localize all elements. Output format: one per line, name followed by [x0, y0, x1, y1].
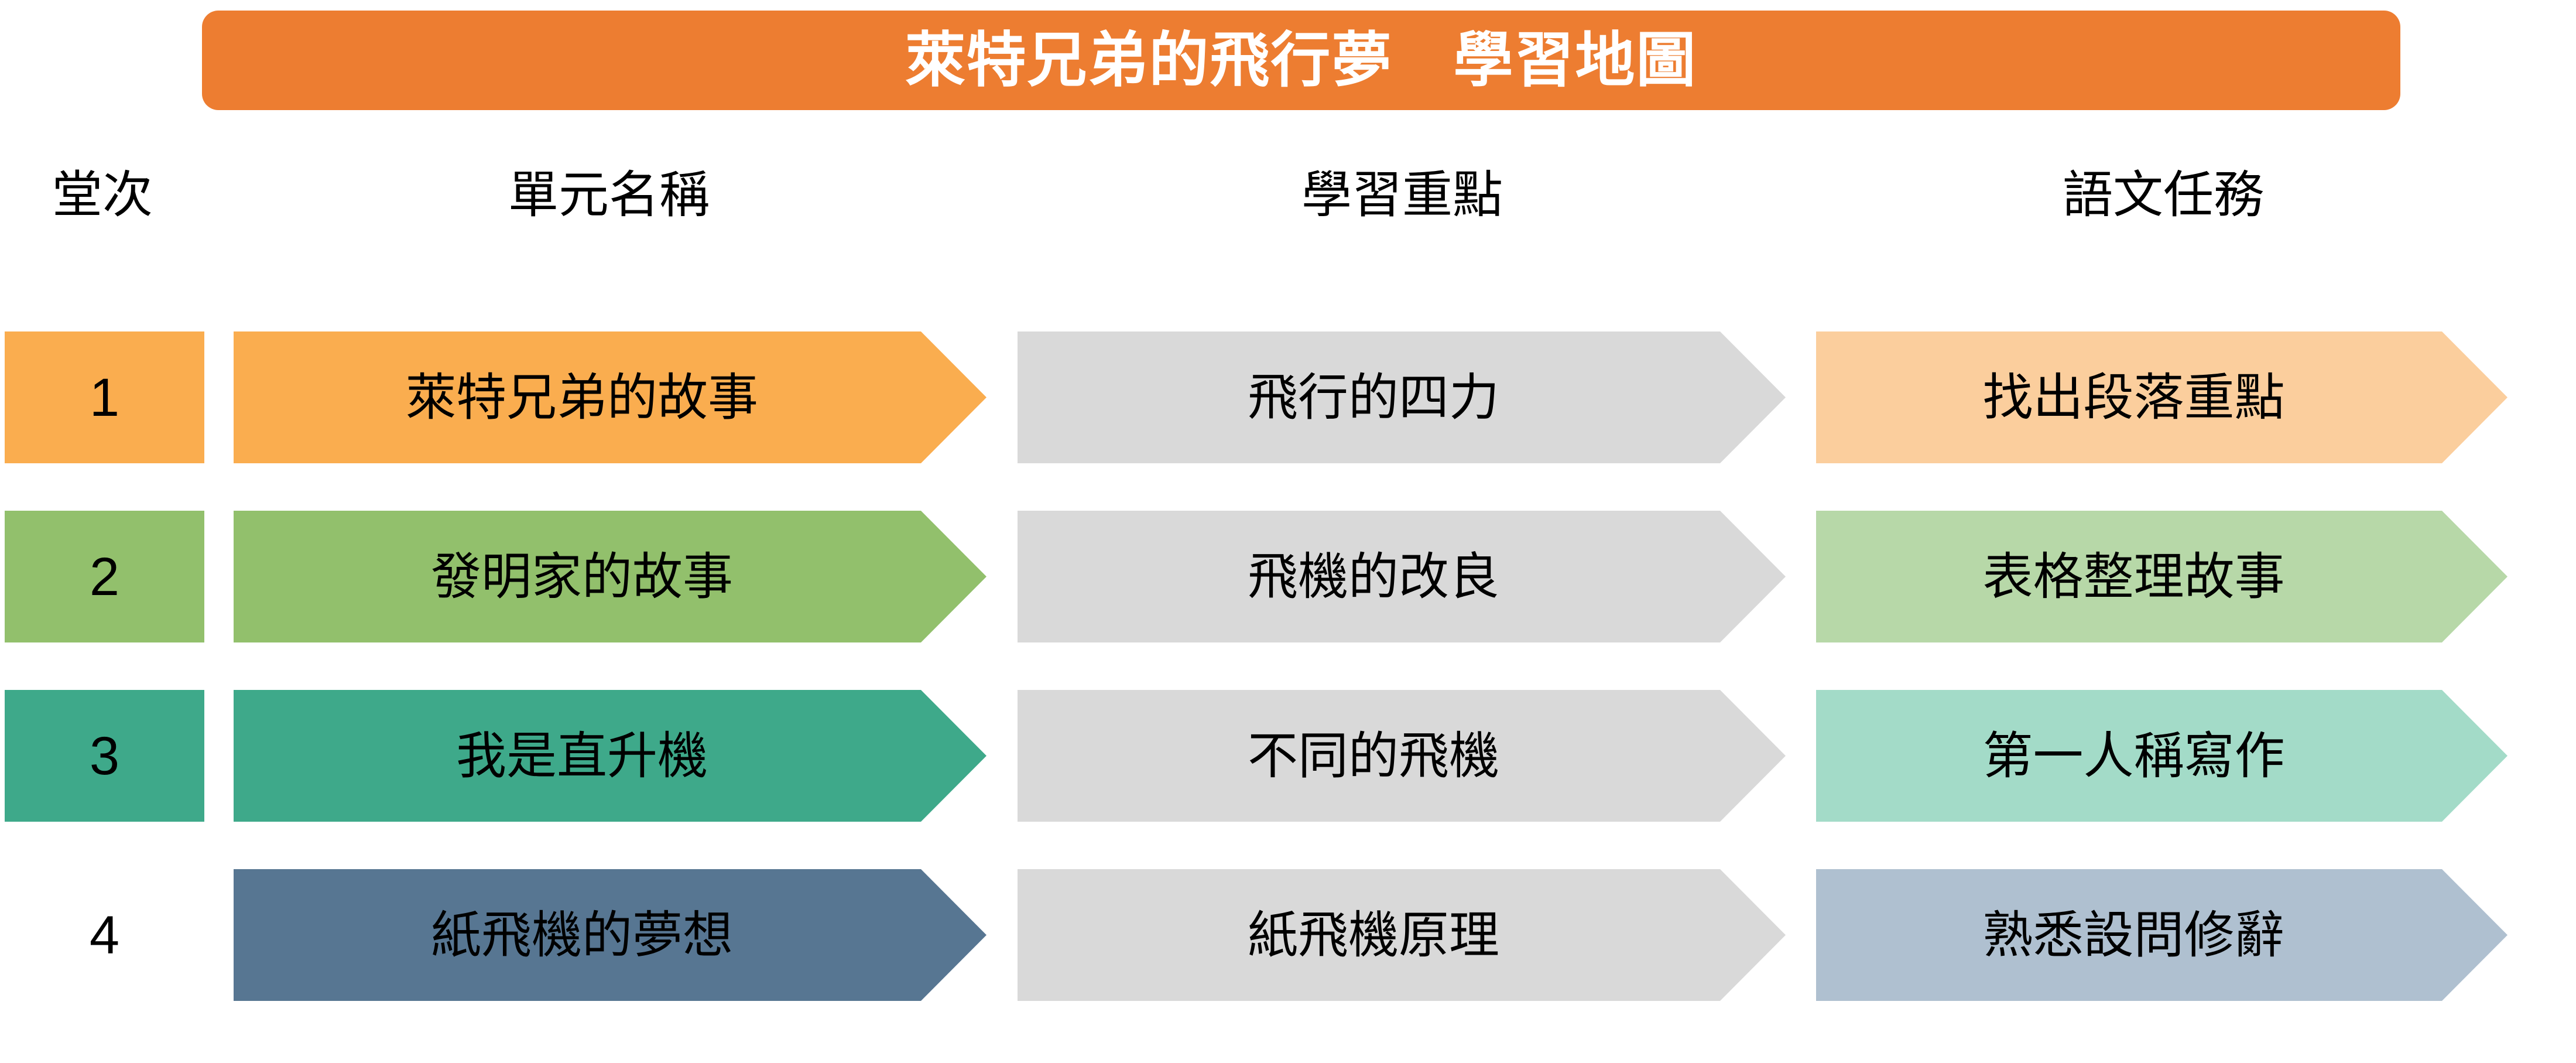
lesson-number-cell: 1	[5, 331, 204, 463]
unit-arrow[interactable]: 萊特兄弟的故事	[234, 331, 986, 463]
focus-label: 不同的飛機	[1248, 727, 1499, 784]
unit-label: 紙飛機的夢想	[431, 907, 733, 963]
page-title: 萊特兄弟的飛行夢 學習地圖	[905, 26, 1697, 94]
task-arrow[interactable]: 熟悉設問修辭	[1816, 869, 2508, 1001]
focus-label: 飛行的四力	[1248, 369, 1499, 426]
unit-arrow[interactable]: 紙飛機的夢想	[234, 869, 986, 1001]
lesson-number: 2	[89, 546, 120, 607]
lesson-number: 4	[89, 905, 120, 965]
lesson-number: 3	[89, 726, 120, 786]
task-label: 熟悉設問修辭	[1982, 907, 2285, 963]
column-header-unit: 單元名稱	[508, 167, 710, 223]
task-arrow[interactable]: 第一人稱寫作	[1816, 690, 2508, 822]
column-header-lesson: 堂次	[52, 167, 153, 223]
table-row: 1 萊特兄弟的故事 飛行的四力 找出段落重點	[0, 331, 2576, 463]
lesson-number: 1	[89, 367, 120, 428]
table-row: 2 發明家的故事 飛機的改良 表格整理故事	[0, 511, 2576, 642]
task-arrow[interactable]: 表格整理故事	[1816, 511, 2508, 642]
column-header-task: 語文任務	[2063, 167, 2264, 223]
table-row: 3 我是直升機 不同的飛機 第一人稱寫作	[0, 690, 2576, 822]
task-arrow[interactable]: 找出段落重點	[1816, 331, 2508, 463]
title-banner: 萊特兄弟的飛行夢 學習地圖	[202, 11, 2400, 110]
table-row: 4 紙飛機的夢想 紙飛機原理 熟悉設問修辭	[0, 869, 2576, 1001]
column-header-focus: 學習重點	[1301, 167, 1503, 223]
unit-label: 發明家的故事	[431, 548, 733, 605]
unit-label: 萊特兄弟的故事	[406, 369, 758, 426]
focus-arrow[interactable]: 紙飛機原理	[1018, 869, 1786, 1001]
lesson-number-cell: 4	[5, 869, 204, 1001]
unit-arrow[interactable]: 發明家的故事	[234, 511, 986, 642]
focus-arrow[interactable]: 飛行的四力	[1018, 331, 1786, 463]
focus-label: 紙飛機原理	[1248, 907, 1499, 963]
lesson-number-cell: 2	[5, 511, 204, 642]
task-label: 找出段落重點	[1982, 369, 2285, 426]
focus-label: 飛機的改良	[1248, 548, 1499, 605]
task-label: 表格整理故事	[1982, 548, 2285, 605]
task-label: 第一人稱寫作	[1982, 727, 2285, 784]
focus-arrow[interactable]: 飛機的改良	[1018, 511, 1786, 642]
lesson-number-cell: 3	[5, 690, 204, 822]
unit-arrow[interactable]: 我是直升機	[234, 690, 986, 822]
unit-label: 我是直升機	[456, 727, 708, 784]
focus-arrow[interactable]: 不同的飛機	[1018, 690, 1786, 822]
